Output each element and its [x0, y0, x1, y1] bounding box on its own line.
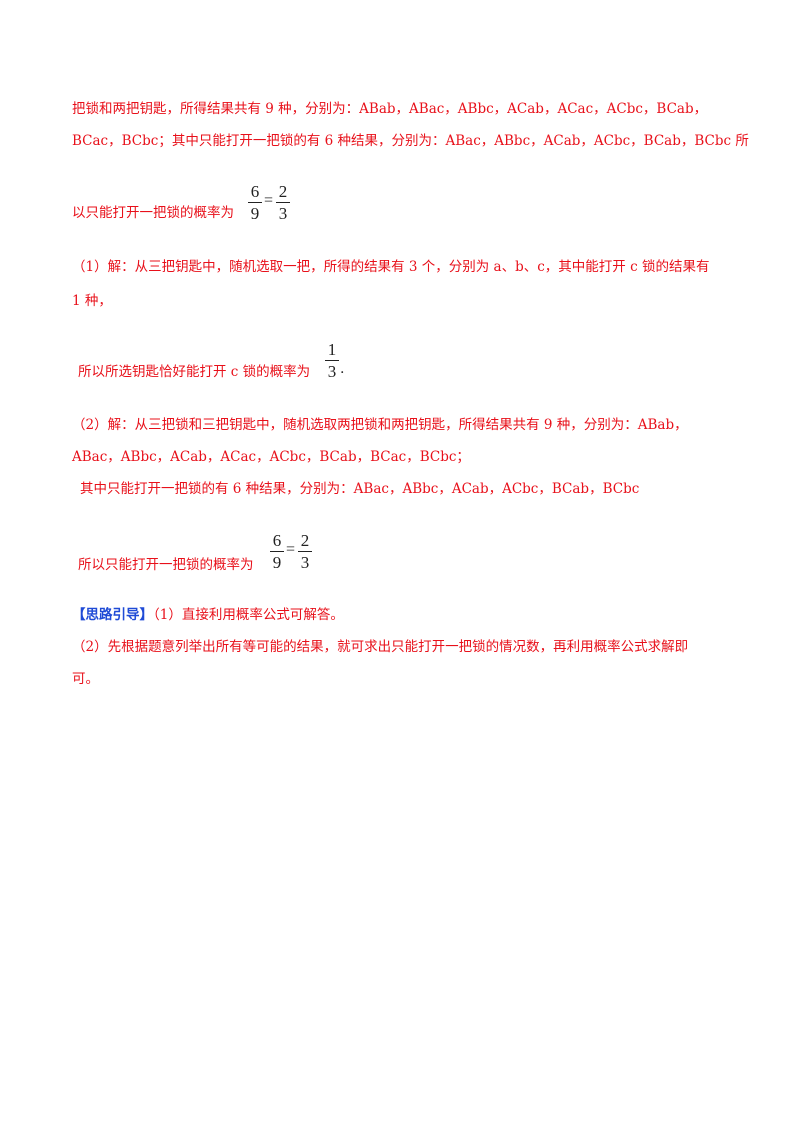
hint-line-3: 可。	[72, 671, 99, 687]
equals-sign-a: =	[264, 192, 274, 209]
text-line-1: 把锁和两把钥匙，所得结果共有 9 种，分别为：ABab，ABac，ABbc，AC…	[72, 101, 708, 117]
hint-text-1: （1）直接利用概率公式可解答。	[153, 607, 344, 623]
hint-line-2: （2）先根据题意列举出所有等可能的结果，就可求出只能打开一把锁的情况数，再利用概…	[72, 639, 689, 655]
text-line-5: 1 种，	[72, 293, 112, 309]
fraction-6-9-a: 6 9	[248, 183, 262, 222]
fraction-6-9-b: 6 9	[270, 532, 284, 571]
text-line-4: （1）解：从三把钥匙中，随机选取一把，所得的结果有 3 个，分别为 a、b、c，…	[72, 259, 710, 275]
period: .	[340, 361, 345, 377]
text-line-3: 以只能打开一把锁的概率为	[72, 205, 234, 221]
fraction-2-3-b: 2 3	[298, 532, 312, 571]
text-line-6: 所以所选钥匙恰好能打开 c 锁的概率为	[78, 364, 311, 380]
equals-sign-b: =	[286, 541, 296, 558]
text-line-10: 所以只能打开一把锁的概率为	[78, 557, 254, 573]
text-line-7: （2）解：从三把锁和三把钥匙中，随机选取两把锁和两把钥匙，所得结果共有 9 种，…	[72, 417, 688, 433]
fraction-1-3: 1 3	[325, 341, 339, 380]
fraction-2-3-a: 2 3	[276, 183, 290, 222]
text-line-8: ABac，ABbc，ACab，ACac，ACbc，BCab，BCac，BCbc；	[72, 449, 470, 465]
text-line-2: BCac，BCbc；其中只能打开一把锁的有 6 种结果，分别为：ABac，ABb…	[72, 133, 749, 149]
text-line-9: 其中只能打开一把锁的有 6 种结果，分别为：ABac，ABbc，ACab，ACb…	[80, 481, 640, 497]
hint-line-1: 【思路引导】（1）直接利用概率公式可解答。	[72, 606, 344, 624]
hint-tag: 【思路引导】	[72, 607, 153, 623]
